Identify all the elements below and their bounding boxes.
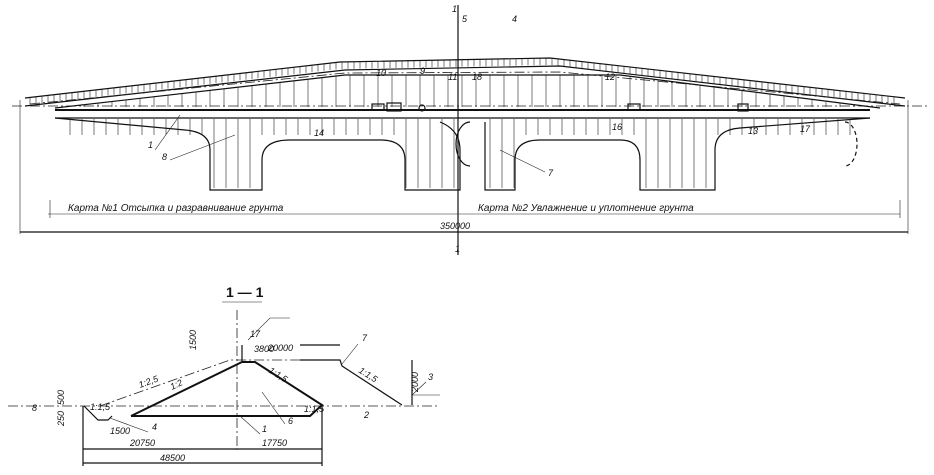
leader-8 (169, 134, 236, 161)
dim-1500: 1500 (110, 426, 130, 436)
label-17: 17 (800, 124, 811, 134)
label-10: 10 (376, 68, 386, 78)
slope-1-2: 1:2 (168, 377, 184, 391)
label-11: 11 (448, 72, 457, 82)
section-label-4: 4 (152, 422, 157, 432)
section-mark-top: 1 (452, 4, 457, 14)
dim-20000: 20000 (267, 343, 293, 353)
dim-1500-top: 1500 (188, 330, 198, 350)
section-label-8: 8 (32, 403, 37, 413)
label-18: 18 (472, 72, 482, 82)
embankment-hatching (29, 58, 895, 105)
total-length-dimension: 350000 (440, 221, 470, 231)
caption-map-2: Карта №2 Увлажнение и уплотнение грунта (478, 203, 694, 214)
section-label-7: 7 (362, 333, 368, 343)
outer-embankment-inner-edge (24, 65, 906, 107)
caption-map-1: Карта №1 Отсыпка и разравнивание грунта (68, 203, 284, 214)
label-7: 7 (548, 168, 554, 178)
slope-1-1.5-toe: 1:1,5 (304, 404, 325, 414)
outer-embankment-edge (24, 57, 906, 99)
section-label-3: 3 (428, 372, 433, 382)
cut-zone-hatching (69, 119, 851, 188)
dim-3800: 3800 (254, 344, 274, 354)
turn-circle-left (455, 121, 471, 167)
cut-zone-boundary (54, 117, 871, 191)
slope-1-1.5-ditch: 1:1,5 (90, 402, 111, 412)
fill-zone-hatching (69, 75, 869, 107)
turn-circle-right (844, 121, 858, 167)
section-label-17: 17 (250, 329, 261, 339)
plan-view: 5 4 1 10 9 11 18 12 16 13 17 1 8 14 7 Ка… (12, 4, 928, 255)
section-1-1: 1 — 1 20000 3800 1500 2000 500 250 1500 … (8, 284, 440, 466)
leader-7-section (341, 343, 359, 365)
section-title: 1 — 1 (226, 284, 264, 300)
label-14: 14 (314, 128, 324, 138)
fill-zone-boundary (54, 74, 881, 109)
dim-500: 500 (56, 390, 66, 405)
machine-9 (386, 102, 402, 112)
label-8: 8 (162, 152, 167, 162)
label-1: 1 (148, 140, 153, 150)
dim-20750: 20750 (129, 438, 155, 448)
leader-17-section (247, 317, 290, 341)
machine-13 (737, 103, 749, 112)
dim-250: 250 (56, 411, 66, 427)
stockpile-7 (300, 359, 403, 406)
embankment-dashed-line (29, 71, 901, 105)
section-label-2: 2 (363, 410, 369, 420)
label-16: 16 (612, 122, 622, 132)
design-slope-line (99, 359, 340, 407)
label-9: 9 (420, 66, 425, 76)
section-mark-bottom: 1 (455, 244, 460, 254)
embankment-profile (130, 361, 324, 417)
label-4: 4 (512, 14, 517, 24)
label-12: 12 (605, 72, 615, 82)
slope-1-1.5-stockpile: 1:1,5 (357, 365, 380, 385)
dim-48500: 48500 (160, 453, 185, 463)
machine-11 (418, 104, 426, 112)
label-13: 13 (748, 126, 758, 136)
dim-2000: 2000 (410, 372, 420, 393)
slope-1-2.5: 1:2,5 (137, 373, 160, 390)
section-label-6: 6 (288, 416, 293, 426)
leader-6-section (261, 391, 286, 425)
label-5: 5 (462, 14, 468, 24)
leader-1 (154, 114, 181, 151)
leader-1-section (239, 415, 261, 435)
leader-3-section (411, 381, 440, 396)
machine-12 (627, 103, 641, 111)
leader-4-section (109, 417, 149, 433)
machine-10 (371, 103, 385, 111)
dim-17750: 17750 (262, 438, 287, 448)
leader-7 (499, 149, 546, 173)
section-label-1: 1 (262, 424, 267, 434)
